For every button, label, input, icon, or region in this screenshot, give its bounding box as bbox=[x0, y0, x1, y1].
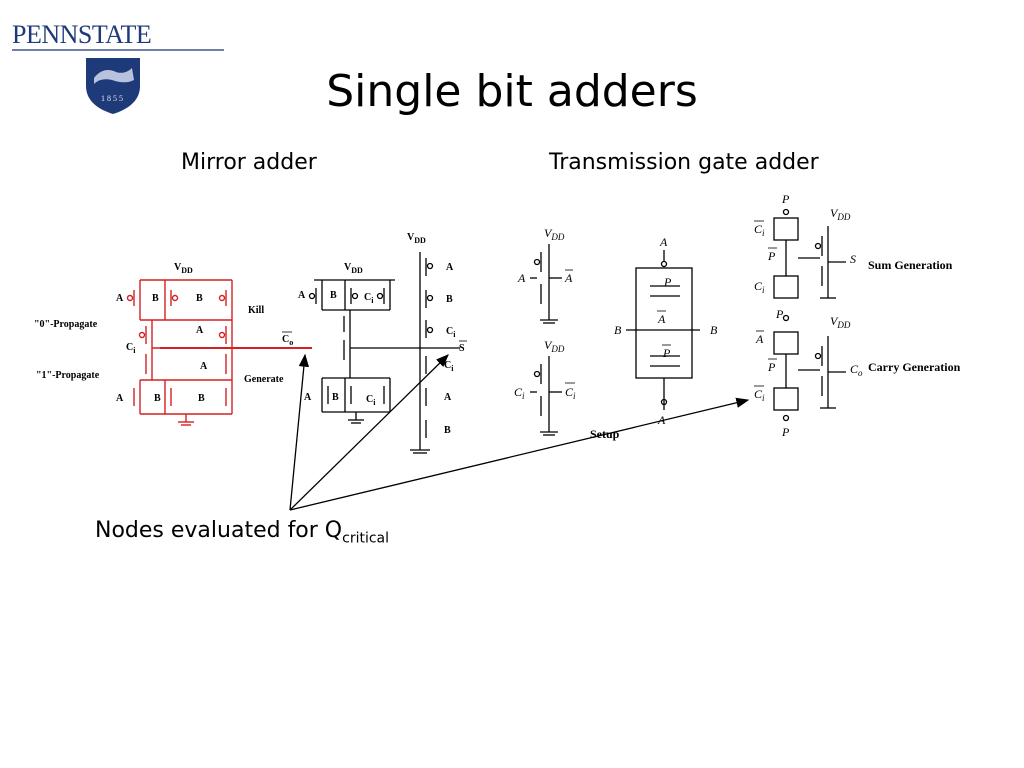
mirror-input-b-top: B bbox=[152, 293, 159, 304]
nodes-caption: Nodes evaluated for Qcritical bbox=[95, 518, 390, 547]
mirror-input-a-mid: A bbox=[196, 325, 204, 336]
vdd-label-left: VDD bbox=[174, 262, 193, 275]
tg-inv-a-out: A bbox=[564, 271, 573, 285]
sum-input-ci-top: Ci bbox=[364, 292, 374, 305]
gen-p-bar-carry: P bbox=[767, 360, 776, 374]
sum-input-b-top: B bbox=[330, 290, 337, 301]
sum-input-a-bottom: A bbox=[304, 392, 312, 403]
co-label: Co bbox=[282, 334, 293, 347]
sum-output-s: S bbox=[459, 343, 465, 354]
setup-label: Setup bbox=[590, 427, 620, 441]
tg-setup-p-bar: P bbox=[662, 346, 671, 360]
gen-a-bar: A bbox=[755, 332, 764, 346]
subtitle-transmission-gate-adder: Transmission gate adder bbox=[549, 150, 819, 175]
tg-setup-b-right: B bbox=[710, 323, 718, 337]
gen-co-out: Co bbox=[850, 362, 863, 378]
mirror-input-a-bottom: A bbox=[116, 393, 124, 404]
pennstate-wordmark: PENNSTATE bbox=[12, 20, 152, 49]
inv-input-b1: B bbox=[446, 294, 453, 305]
kill-label: Kill bbox=[248, 305, 264, 316]
inv-input-ci2: Ci bbox=[444, 360, 454, 373]
vdd-label-right: VDD bbox=[407, 232, 426, 245]
zero-propagate-label: "0"-Propagate bbox=[34, 319, 98, 330]
gen-p-bar-sum: P bbox=[767, 249, 776, 263]
sum-input-b-bottom: B bbox=[332, 392, 339, 403]
carry-generation-label: Carry Generation bbox=[868, 360, 961, 374]
tg-inv-ci-out: Ci bbox=[565, 385, 576, 401]
tg-setup-b-left: B bbox=[614, 323, 622, 337]
tg-adder-setup bbox=[530, 244, 700, 436]
sum-input-ci-bottom: Ci bbox=[366, 394, 376, 407]
gen-s-out: S bbox=[850, 252, 856, 266]
tg-inv-ci-in: Ci bbox=[514, 385, 525, 401]
inv-input-b2: B bbox=[444, 425, 451, 436]
tg-setup-a-bottom: A bbox=[657, 413, 666, 427]
inv-input-ci1: Ci bbox=[446, 326, 456, 339]
mirror-ci-label: Ci bbox=[126, 342, 136, 355]
generate-label: Generate bbox=[244, 374, 284, 385]
gen-ci-sum: Ci bbox=[754, 279, 765, 295]
sum-input-a-top: A bbox=[298, 290, 306, 301]
tg-vdd1: VDD bbox=[544, 226, 565, 242]
mirror-adder-sum-stage bbox=[308, 252, 460, 454]
tg-setup-a-bar: A bbox=[657, 312, 666, 326]
logo-divider bbox=[12, 49, 224, 51]
subtitle-mirror-adder: Mirror adder bbox=[181, 150, 317, 175]
mirror-input-a-top: A bbox=[116, 293, 124, 304]
gen-vdd-sum: VDD bbox=[830, 206, 851, 222]
gen-p-mid: P bbox=[775, 307, 784, 321]
tg-setup-p: P bbox=[663, 275, 672, 289]
slide-title: Single bit adders bbox=[326, 66, 698, 117]
gen-vdd-carry: VDD bbox=[830, 314, 851, 330]
mirror-input-b-bottom2: B bbox=[198, 393, 205, 404]
mirror-input-b-top2: B bbox=[196, 293, 203, 304]
sum-generation-label: Sum Generation bbox=[868, 258, 953, 272]
svg-text:1855: 1855 bbox=[101, 94, 125, 103]
tg-adder-generation bbox=[773, 208, 846, 422]
qcritical-arrows bbox=[289, 353, 750, 511]
vdd-label-mid: VDD bbox=[344, 262, 363, 275]
inv-input-a2: A bbox=[444, 392, 452, 403]
tg-inv-a-in: A bbox=[517, 271, 526, 285]
gen-p-top: P bbox=[781, 192, 790, 206]
mirror-input-a-mid2: A bbox=[200, 361, 208, 372]
inv-input-a1: A bbox=[446, 262, 454, 273]
gen-ci-bar-carry: Ci bbox=[754, 387, 765, 403]
tg-vdd2: VDD bbox=[544, 338, 565, 354]
gen-p-bottom: P bbox=[781, 425, 790, 439]
gen-ci-bar-sum: Ci bbox=[754, 222, 765, 238]
one-propagate-label: "1"-Propagate bbox=[36, 370, 100, 381]
pennstate-shield-logo: 1855 bbox=[86, 58, 140, 114]
mirror-input-b-bottom: B bbox=[154, 393, 161, 404]
mirror-adder-carry-stage bbox=[126, 279, 312, 426]
tg-setup-a-top: A bbox=[659, 235, 668, 249]
